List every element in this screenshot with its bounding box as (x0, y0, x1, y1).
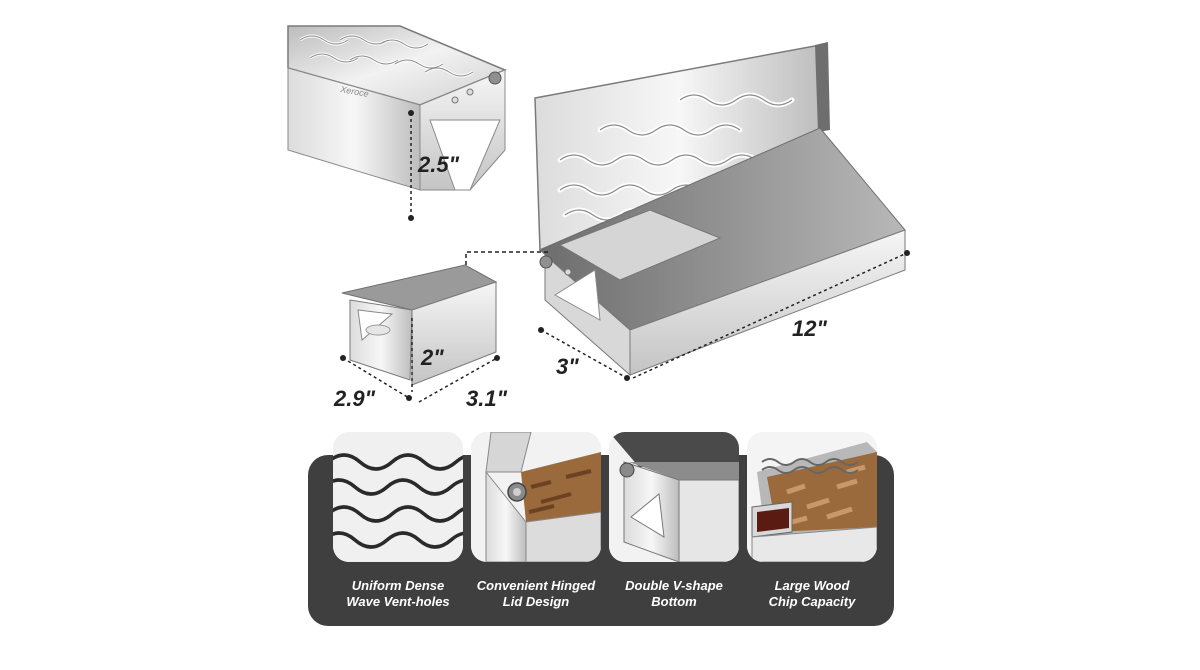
feature-caption-wood-chips: Large Wood Chip Capacity (737, 578, 887, 610)
width-label: 3" (556, 354, 579, 379)
length-label: 12" (792, 316, 827, 341)
open-box-view (534, 42, 906, 377)
feature-caption-line: Large Wood (774, 578, 850, 593)
feature-caption-line: Double V-shape (625, 578, 723, 593)
width-dimension-line (540, 329, 628, 379)
lid-height-label: 2.5" (418, 152, 460, 177)
cube-width-label: 3.1" (466, 386, 508, 411)
feature-caption-line: Uniform Dense (351, 578, 445, 593)
feature-image-wave-vents (333, 432, 463, 562)
cube-depth-label: 2.9" (334, 386, 376, 411)
feature-image-v-shape-bottom (609, 432, 739, 562)
feature-caption-line: Convenient Hinged (476, 578, 596, 593)
closed-box-view (287, 25, 507, 191)
feature-image-hinged-lid (471, 432, 601, 562)
feature-image-wood-chips (747, 432, 877, 562)
feature-caption-wave-vents: Uniform Dense Wave Vent-holes (323, 578, 473, 610)
feature-caption-line: Chip Capacity (768, 594, 856, 609)
feature-caption-line: Bottom (651, 594, 697, 609)
length-dimension-line (632, 252, 908, 379)
insert-tray-view (341, 264, 498, 386)
feature-caption-hinged-lid: Convenient Hinged Lid Design (461, 578, 611, 610)
cube-height-label: 2" (421, 345, 444, 370)
feature-caption-line: Wave Vent-holes (346, 594, 450, 609)
cube-depth-dimension-line (342, 357, 410, 399)
feature-caption-v-shape-bottom: Double V-shape Bottom (599, 578, 749, 610)
insert-connector-line (465, 251, 548, 272)
cube-width-dimension-line (418, 357, 498, 403)
feature-caption-line: Lid Design (502, 594, 570, 609)
